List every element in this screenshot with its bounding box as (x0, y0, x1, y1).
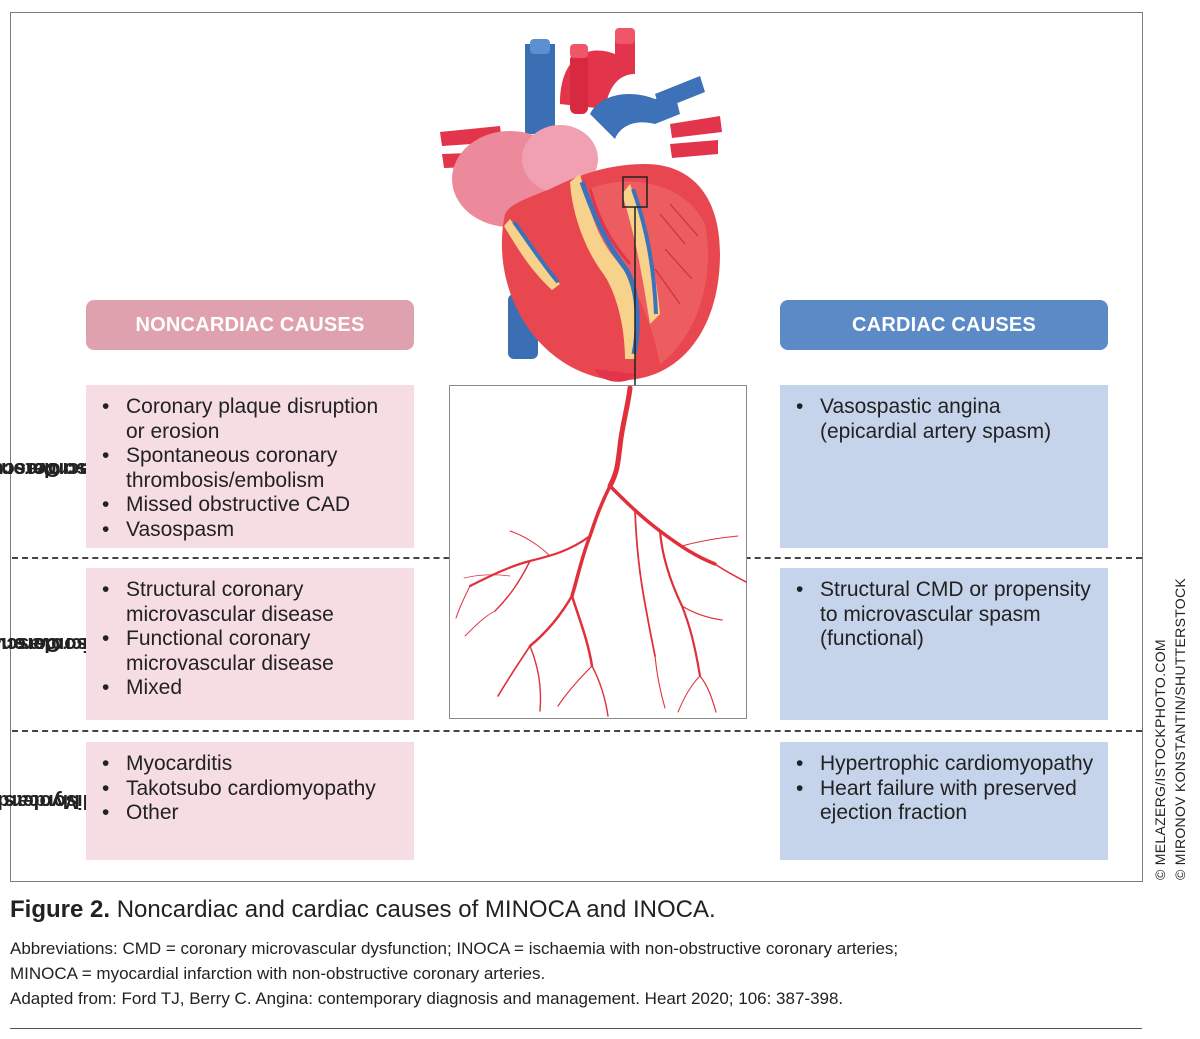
list-item: Hypertrophic cardiomyopathy (794, 752, 1094, 777)
list-item: Vasospastic angina (epicardial artery sp… (794, 395, 1094, 444)
list-item: Coronary plaque disruption or erosion (100, 395, 400, 444)
list-item: Other (100, 801, 400, 826)
list-item: Vasospasm (100, 518, 400, 543)
list-item: Mixed (100, 676, 400, 701)
abbreviation-line: MINOCA = myocardial infarction with non-… (10, 964, 546, 983)
list-item: Functional coronary microvascular diseas… (100, 627, 400, 676)
noncardiac-myocardial-box: Myocarditis Takotsubo cardiomyopathy Oth… (86, 742, 414, 860)
heart-illustration (440, 28, 722, 386)
coronary-vessel-tree-icon (455, 386, 747, 717)
credit-line: © MELAZERG/ISTOCKPHOTO.COM (1152, 639, 1168, 880)
figure-caption: Figure 2. Noncardiac and cardiac causes … (10, 896, 716, 924)
abbreviations-block: Abbreviations: CMD = coronary microvascu… (10, 936, 1150, 1011)
list-item: Heart failure with preserved ejection fr… (794, 777, 1094, 826)
vessel-tree-inset (449, 385, 747, 719)
abbreviation-line: Abbreviations: CMD = coronary microvascu… (10, 939, 899, 958)
noncardiac-microvascular-box: Structural coronary microvascular diseas… (86, 568, 414, 720)
figure-label: Figure 2. (10, 896, 111, 923)
list-item: Myocarditis (100, 752, 400, 777)
list-item: Takotsubo cardiomyopathy (100, 777, 400, 802)
list-item: Structural coronary microvascular diseas… (100, 578, 400, 627)
row-divider (12, 730, 1142, 732)
list-item: Spontaneous coronary thrombosis/embolism (100, 444, 400, 493)
abbreviation-line: Adapted from: Ford TJ, Berry C. Angina: … (10, 989, 844, 1008)
row-label-microvascular: Coronarymicrovasculardisorders (0, 633, 106, 655)
cardiac-microvascular-box: Structural CMD or propensity to microvas… (780, 568, 1108, 720)
list-item: Structural CMD or propensity to microvas… (794, 578, 1094, 652)
credit-line: © MIRONOV KONSTANTIN/SHUTTERSTOCK (1172, 577, 1188, 880)
row-label-myocardial: Myocardialdisorders (0, 790, 95, 812)
caption-text: Noncardiac and cardiac causes of MINOCA … (110, 896, 716, 923)
noncardiac-macrovascular-box: Coronary plaque disruption or erosion Sp… (86, 385, 414, 548)
list-item: Missed obstructive CAD (100, 493, 400, 518)
cardiac-myocardial-box: Hypertrophic cardiomyopathy Heart failur… (780, 742, 1108, 860)
row-label-macrovascular: Coronarymacrovasculardisorders (0, 458, 109, 480)
cardiac-causes-header: CARDIAC CAUSES (780, 300, 1108, 350)
cardiac-macrovascular-box: Vasospastic angina (epicardial artery sp… (780, 385, 1108, 548)
noncardiac-causes-header: NONCARDIAC CAUSES (86, 300, 414, 350)
photo-credits: © MELAZERG/ISTOCKPHOTO.COM © MIRONOV KON… (1150, 577, 1200, 880)
bottom-rule (10, 1028, 1142, 1029)
figure-frame (10, 12, 1143, 882)
